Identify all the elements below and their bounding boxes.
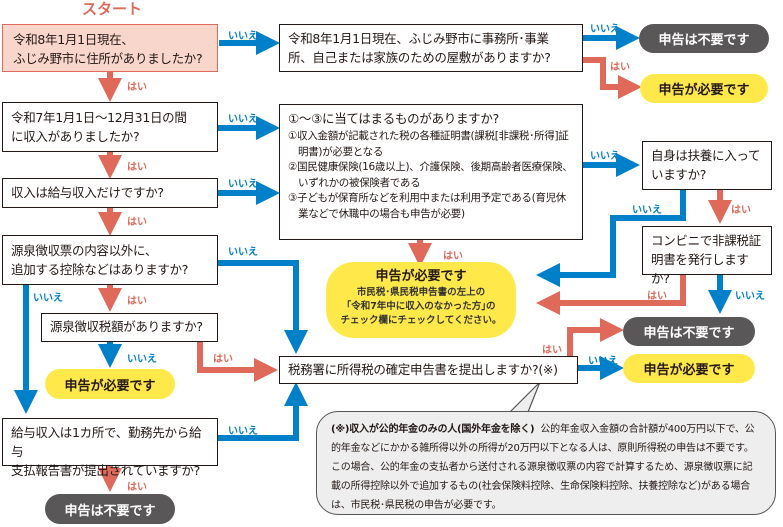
arrow-q2-yes [583, 57, 642, 99]
label-no: いいえ [590, 151, 620, 162]
question-text: コンビニで非課税証 [651, 233, 761, 248]
question-text: 令和8年1月1日現在、ふじみ野市に事務所･事業 [288, 31, 549, 46]
label-no: いいえ [228, 179, 258, 190]
label-no: いいえ [228, 114, 258, 125]
checklist-item-3: ③子どもが保育所などを利用中または利用予定である(育児休業などで休職中の場合も申… [288, 192, 567, 220]
label-yes: はい [127, 482, 147, 493]
label-no: いいえ [33, 293, 63, 304]
label-no: いいえ [632, 205, 662, 216]
note-tail [508, 381, 541, 413]
label-yes: はい [443, 251, 463, 262]
result-required: 申告が必要です [640, 74, 768, 103]
label-no: いいえ [228, 31, 258, 42]
arrow-q8-yes [567, 318, 624, 356]
question-text: 支払報告書が提出されていますか? [11, 463, 200, 478]
question-text: 所、自己または家族のための屋敷がありますか? [288, 50, 551, 65]
footnote-bubble: (※)収入が公的年金のみの人(国外年金を除く) 公的年金収入金額の合計額が400… [316, 411, 776, 515]
footnote-body: 公的年金収入金額の合計額が400万円以下で、公的年金などにかかる雑所得以外の所得… [331, 424, 755, 511]
label-no: いいえ [228, 426, 258, 437]
question-text: 明書を発行しますか? [651, 252, 749, 286]
note-line: 市民税･県民税申告書の左上の [356, 287, 486, 298]
question-text: に収入がありましたか? [11, 129, 140, 144]
result-not-required: 申告は不要です [639, 24, 769, 53]
label-no: いいえ [735, 291, 765, 302]
question-text: 源泉徴収票の内容以外に、 [11, 243, 158, 258]
result-required: 申告が必要です [623, 354, 755, 383]
result-required-note: 申告が必要です 市民税･県民税申告書の左上の ｢令和7年中に収入のなかった方｣の… [326, 262, 516, 338]
question-salary-only: 収入は給与収入だけですか? [2, 178, 218, 208]
question-office: 令和8年1月1日現在、ふじみ野市に事務所･事業 所、自己または家族のための屋敷が… [279, 24, 583, 72]
arrow-q10-yes [536, 275, 686, 315]
question-text: いますか? [651, 167, 707, 182]
label-yes: はい [213, 354, 233, 365]
label-yes: はい [127, 162, 147, 173]
label-no: いいえ [127, 354, 157, 365]
question-single-employer: 給与収入は1カ所で、勤務先から給与 支払報告書が提出されていますか? [2, 418, 218, 478]
question-checklist: ①～③に当てはまるものがありますか? ①収入金額が記載された税の各種証明書(課税… [279, 104, 583, 240]
question-text: ふじみ野市に住所がありましたか? [13, 51, 203, 66]
label-no: いいえ [588, 356, 618, 367]
label-yes: はい [542, 345, 562, 356]
note-line: チェック欄にチェックしてください。 [340, 315, 502, 326]
result-not-required: 申告は不要です [623, 317, 755, 346]
arrow-q9-no [536, 190, 686, 287]
question-tax-return: 税務署に所得税の確定申告書を提出しますか?(※) [279, 356, 578, 384]
question-dependent: 自身は扶養に入って いますか? [642, 141, 772, 190]
arrow-q5-no [218, 260, 308, 354]
question-convenience-store: コンビニで非課税証 明書を発行しますか? [642, 226, 772, 286]
checklist-item-2: ②国民健康保険(16歳以上)、介護保険、後期高齢者医療保険、いずれかの被保険者で… [288, 161, 573, 189]
checklist-title: ①～③に当てはまるものがありますか? [288, 111, 499, 126]
footnote-heading: (※)収入が公的年金のみの人(国外年金を除く) [331, 424, 535, 435]
label-yes: はい [731, 205, 751, 216]
label-yes: はい [610, 62, 630, 73]
checklist-item-1: ①収入金額が記載された税の各種証明書(課税[非課税･所得]証明書)が必要となる [288, 130, 569, 158]
question-text: 追加する控除などはありますか? [11, 262, 189, 277]
question-additional-deductions: 源泉徴収票の内容以外に、 追加する控除などはありますか? [2, 235, 218, 285]
question-text: 令和8年1月1日現在、 [13, 32, 134, 47]
label-yes: はい [127, 82, 147, 93]
question-withholding-tax: 源泉徴収税額がありますか? [41, 313, 218, 342]
question-text: 令和7年1月1日～12月31日の間 [11, 110, 187, 125]
arrow-q7-no [218, 382, 308, 441]
note-line: ｢令和7年中に収入のなかった方｣の [346, 301, 496, 312]
question-text: 給与収入は1カ所で、勤務先から給与 [11, 425, 202, 459]
start-title: スタート [82, 0, 143, 18]
note-title: 申告が必要です [375, 269, 467, 284]
label-yes: はい [647, 291, 667, 302]
question-residence: 令和8年1月1日現在、 ふじみ野市に住所がありましたか? [2, 24, 218, 72]
label-yes: はい [127, 217, 147, 228]
label-no: いいえ [228, 247, 258, 258]
question-income: 令和7年1月1日～12月31日の間 に収入がありましたか? [2, 102, 218, 152]
result-not-required: 申告は不要です [45, 494, 175, 524]
question-text: 自身は扶養に入って [651, 148, 761, 163]
arrow-q6-yes [197, 342, 278, 382]
label-yes: はい [127, 296, 147, 307]
result-required: 申告が必要です [45, 369, 175, 399]
label-no: いいえ [590, 24, 620, 35]
